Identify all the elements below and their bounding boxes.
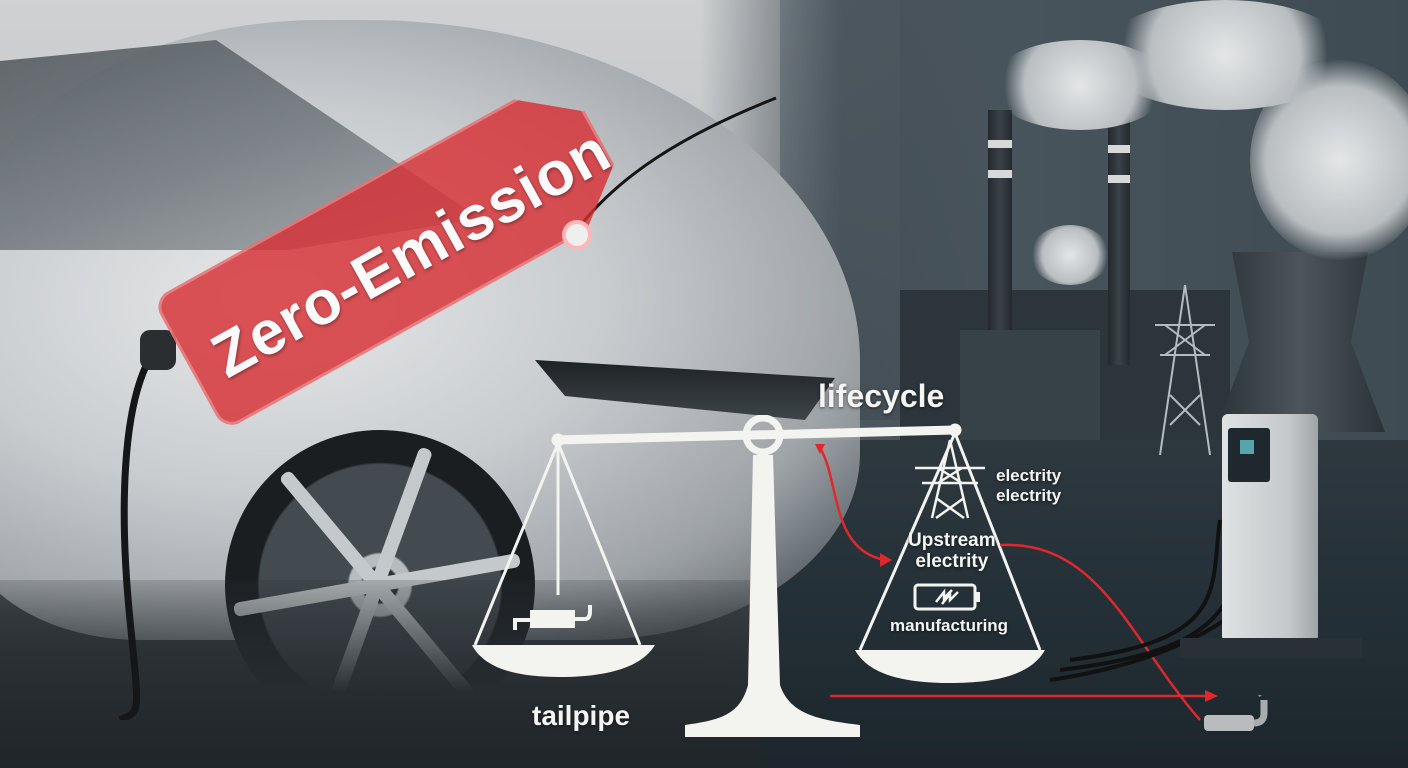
smokestack-left	[988, 110, 1012, 330]
electricity-label: electrity electrity	[996, 466, 1062, 505]
balance-scale-icon	[472, 415, 1045, 737]
tailpipe-label: tailpipe	[532, 700, 631, 731]
lifecycle-label: lifecycle	[818, 378, 945, 414]
power-plant-pipes	[960, 330, 1100, 440]
exhaust-pipe-icon	[1204, 695, 1268, 731]
smokestack-right	[1108, 115, 1130, 365]
upstream-electricity-label: Upstream electrity	[908, 530, 996, 572]
charger-base	[1180, 638, 1362, 658]
charging-cable	[118, 330, 176, 720]
transmission-tower-icon	[1155, 285, 1215, 455]
red-arrows	[815, 444, 1218, 721]
charger-screen	[1228, 428, 1270, 482]
smoke-cloud	[1030, 225, 1110, 285]
tag-eyelet	[562, 220, 592, 250]
tag-string	[580, 96, 777, 227]
manufacturing-label: manufacturing	[890, 616, 1009, 635]
smoke-cloud	[1250, 60, 1408, 260]
power-pylon-icon	[915, 439, 985, 520]
battery-icon	[913, 583, 980, 611]
